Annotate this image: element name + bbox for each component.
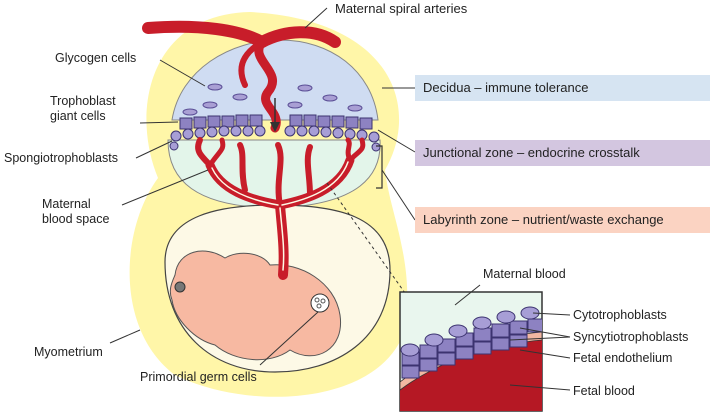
labyrinth-bracket bbox=[376, 145, 383, 189]
label-trophoblast-giant-cells-line2: giant cells bbox=[50, 109, 106, 123]
inset-label-maternal-blood: Maternal blood bbox=[483, 267, 566, 281]
zone-box-junctional: Junctional zone – endocrine crosstalk bbox=[415, 140, 710, 166]
label-maternal-blood-space-line1: Maternal bbox=[42, 197, 91, 211]
zone-box-decidua: Decidua – immune tolerance bbox=[415, 75, 710, 101]
label-spongiotrophoblasts: Spongiotrophoblasts bbox=[4, 151, 118, 165]
embryo-eye bbox=[174, 281, 186, 293]
label-primordial-germ-cells: Primordial germ cells bbox=[140, 370, 257, 384]
inset-label-syncytiotrophoblasts: Syncytiotrophoblasts bbox=[573, 330, 689, 344]
label-myometrium: Myometrium bbox=[34, 345, 103, 359]
glycogen-cells bbox=[182, 83, 363, 116]
trophoblast-giant-cells bbox=[179, 114, 373, 130]
leader-lines bbox=[109, 7, 416, 366]
inset-label-cytotrophoblasts: Cytotrophoblasts bbox=[573, 308, 667, 322]
label-maternal-spiral-arteries: Maternal spiral arteries bbox=[335, 1, 468, 16]
embryo bbox=[169, 250, 341, 361]
germ-cells-icon bbox=[310, 293, 330, 313]
inset-label-fetal-endothelium: Fetal endothelium bbox=[573, 351, 673, 365]
label-trophoblast-giant-cells-line1: Trophoblast bbox=[50, 94, 116, 108]
label-glycogen-cells: Glycogen cells bbox=[55, 51, 137, 65]
syncytiotrophoblast-cells bbox=[401, 318, 542, 379]
inset-label-fetal-blood: Fetal blood bbox=[573, 384, 635, 398]
zone-box-labyrinth: Labyrinth zone – nutrient/waste exchange bbox=[415, 207, 710, 233]
label-maternal-blood-space-line2: blood space bbox=[42, 212, 110, 226]
cytotrophoblast-cells bbox=[400, 306, 540, 357]
inset-panel bbox=[399, 284, 571, 412]
fetal-blood-region bbox=[400, 340, 542, 411]
spongiotrophoblast-cells bbox=[169, 125, 381, 152]
maternal-spiral-arteries bbox=[142, 20, 341, 133]
